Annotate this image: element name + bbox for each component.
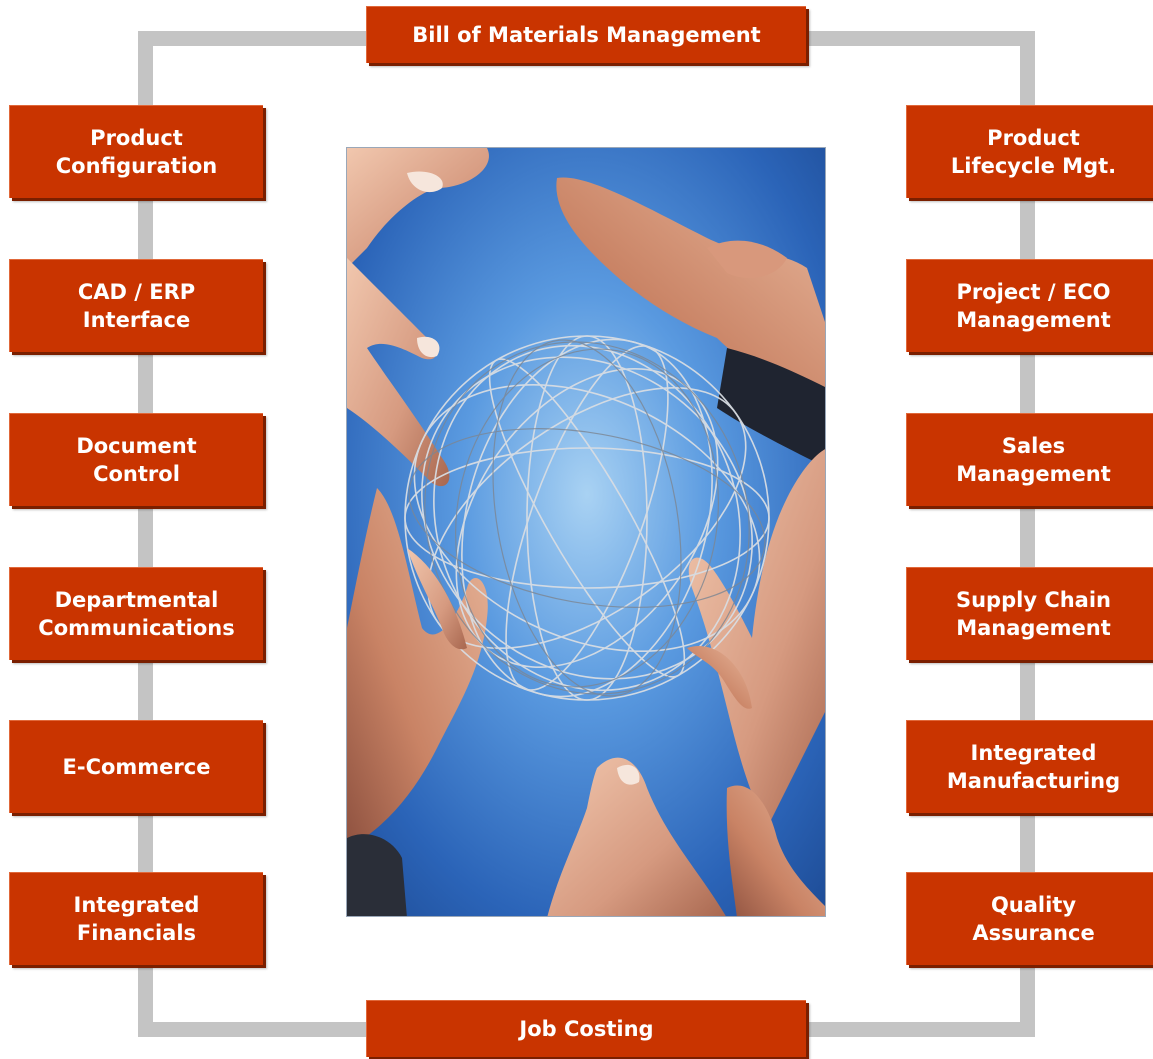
box-label-line: Sales: [1001, 434, 1066, 458]
box-label-line: Departmental: [54, 588, 219, 612]
job-costing-box[interactable]: Job Costing: [366, 1000, 806, 1057]
document-control-box[interactable]: Document Control: [9, 413, 263, 506]
box-label-line: E-Commerce: [62, 755, 211, 779]
box-label-line: Manufacturing: [946, 769, 1121, 793]
box-label-line: Lifecycle Mgt.: [950, 154, 1117, 178]
supply-chain-management-box[interactable]: Supply Chain Management: [906, 567, 1153, 660]
frame-line-bottom-right: [804, 1022, 1035, 1037]
e-commerce-box[interactable]: E-Commerce: [9, 720, 263, 813]
box-label-line: Financials: [76, 921, 197, 945]
integrated-financials-box[interactable]: Integrated Financials: [9, 872, 263, 965]
box-label-line: Management: [956, 308, 1111, 332]
sales-management-box[interactable]: Sales Management: [906, 413, 1153, 506]
box-label-line: Communications: [38, 616, 235, 640]
box-label-line: Assurance: [972, 921, 1095, 945]
box-label-line: Project / ECO: [956, 280, 1111, 304]
frame-line-top-right: [804, 31, 1035, 46]
bill-of-materials-box[interactable]: Bill of Materials Management: [366, 6, 806, 63]
integrated-manufacturing-box[interactable]: Integrated Manufacturing: [906, 720, 1153, 813]
project-eco-management-box[interactable]: Project / ECO Management: [906, 259, 1153, 352]
quality-assurance-box[interactable]: Quality Assurance: [906, 872, 1153, 965]
frame-line-top-left: [138, 31, 370, 46]
box-label-line: Product: [987, 126, 1080, 150]
job-costing-label: Job Costing: [519, 1017, 654, 1041]
box-label-line: Interface: [82, 308, 191, 332]
box-label-line: CAD / ERP: [77, 280, 196, 304]
frame-line-bottom-left: [138, 1022, 370, 1037]
box-label-line: Integrated: [970, 741, 1097, 765]
box-label-line: Configuration: [55, 154, 218, 178]
cad-erp-interface-box[interactable]: CAD / ERP Interface: [9, 259, 263, 352]
box-label-line: Management: [956, 616, 1111, 640]
hands-wire-globe-photo: [346, 147, 826, 917]
box-label-line: Management: [956, 462, 1111, 486]
box-label-line: Integrated: [73, 893, 200, 917]
box-label-line: Supply Chain: [955, 588, 1112, 612]
bill-of-materials-label: Bill of Materials Management: [412, 23, 761, 47]
box-label-line: Quality: [990, 893, 1077, 917]
box-label-line: Product: [90, 126, 183, 150]
product-lifecycle-box[interactable]: Product Lifecycle Mgt.: [906, 105, 1153, 198]
box-label-line: Document: [76, 434, 197, 458]
product-configuration-box[interactable]: Product Configuration: [9, 105, 263, 198]
departmental-communications-box[interactable]: Departmental Communications: [9, 567, 263, 660]
box-label-line: Control: [93, 462, 180, 486]
